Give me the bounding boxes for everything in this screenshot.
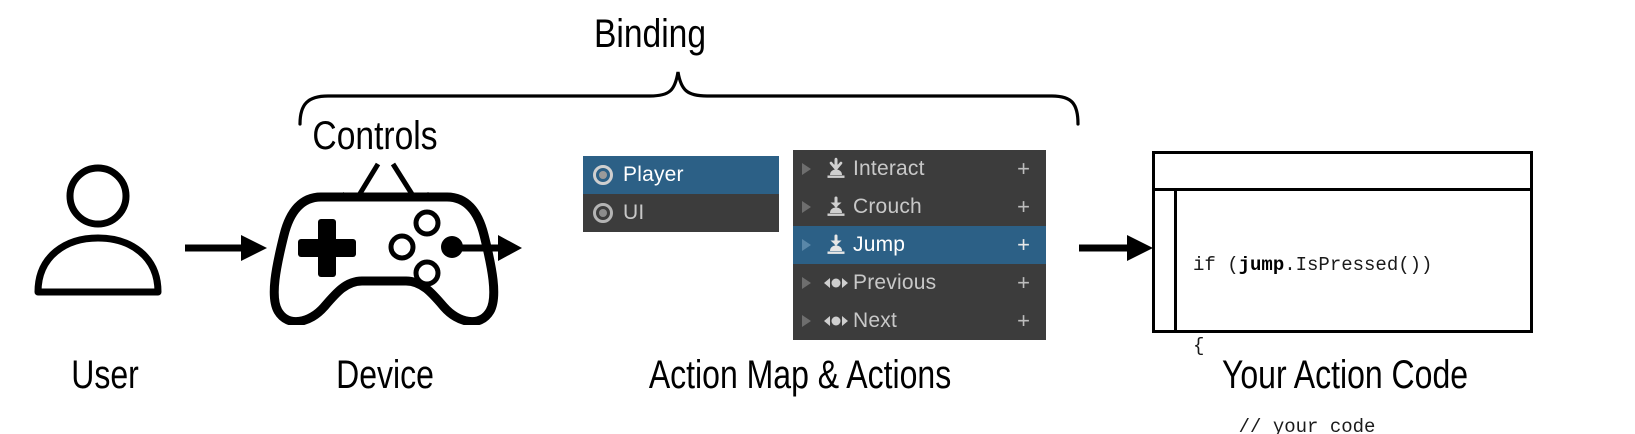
action-row-crouch[interactable]: Crouch + — [793, 188, 1046, 226]
code-content[interactable]: if (jump.IsPressed()) { // your code } — [1193, 198, 1432, 434]
code-line: if (jump.IsPressed()) — [1193, 254, 1433, 276]
foldout-triangle-icon[interactable] — [793, 200, 819, 214]
code-gutter — [1174, 191, 1177, 333]
action-row-interact[interactable]: Interact + — [793, 150, 1046, 188]
action-map-row-ui[interactable]: UI — [583, 194, 779, 232]
action-map-panel: Player UI — [583, 156, 779, 232]
stage-label-your-action-code: Your Action Code — [1221, 353, 1469, 397]
action-map-icon — [593, 165, 613, 185]
foldout-triangle-icon[interactable] — [793, 314, 819, 328]
code-window-body: if (jump.IsPressed()) { // your code } — [1155, 191, 1530, 434]
add-binding-button[interactable]: + — [1017, 194, 1030, 219]
button-action-icon — [819, 195, 853, 219]
add-binding-button[interactable]: + — [1017, 232, 1030, 257]
action-row-next[interactable]: Next + — [793, 302, 1046, 340]
action-label: Jump — [853, 233, 906, 256]
user-icon — [34, 164, 162, 296]
action-map-label: UI — [623, 201, 645, 224]
add-binding-button[interactable]: + — [1017, 308, 1030, 333]
code-line: // your code — [1193, 416, 1376, 434]
actions-panel: Interact + Crouch + — [793, 150, 1046, 340]
foldout-triangle-icon[interactable] — [793, 162, 819, 176]
dpad-icon — [298, 219, 356, 277]
add-binding-button[interactable]: + — [1017, 270, 1030, 295]
action-map-row-player[interactable]: Player — [583, 156, 779, 194]
action-row-previous[interactable]: Previous + — [793, 264, 1046, 302]
stage-label-device: Device — [336, 353, 434, 397]
right-arrow-icon — [450, 235, 522, 261]
stage-label-user: User — [71, 353, 139, 397]
curly-brace-icon — [298, 71, 1080, 126]
code-line: { — [1193, 335, 1205, 357]
right-arrow-icon — [185, 235, 267, 261]
axis-action-icon — [819, 312, 853, 330]
action-label: Previous — [853, 271, 937, 294]
foldout-triangle-icon[interactable] — [793, 276, 819, 290]
stage-label-action-map: Action Map & Actions — [648, 353, 952, 397]
binding-label: Binding — [593, 12, 707, 56]
button-action-icon — [819, 233, 853, 257]
code-window-titlebar — [1155, 154, 1530, 191]
code-window: if (jump.IsPressed()) { // your code } — [1152, 151, 1533, 434]
foldout-triangle-icon[interactable] — [793, 238, 819, 252]
button-action-icon — [819, 157, 853, 181]
action-map-label: Player — [623, 163, 684, 186]
controls-label: Controls — [312, 114, 438, 158]
axis-action-icon — [819, 274, 853, 292]
gamepad-icon — [269, 192, 499, 325]
action-map-icon — [593, 203, 613, 223]
action-label: Next — [853, 309, 897, 332]
action-label: Interact — [853, 157, 925, 180]
action-label: Crouch — [853, 195, 922, 218]
action-row-jump[interactable]: Jump + — [793, 226, 1046, 264]
add-binding-button[interactable]: + — [1017, 156, 1030, 181]
right-arrow-icon — [1079, 235, 1153, 261]
